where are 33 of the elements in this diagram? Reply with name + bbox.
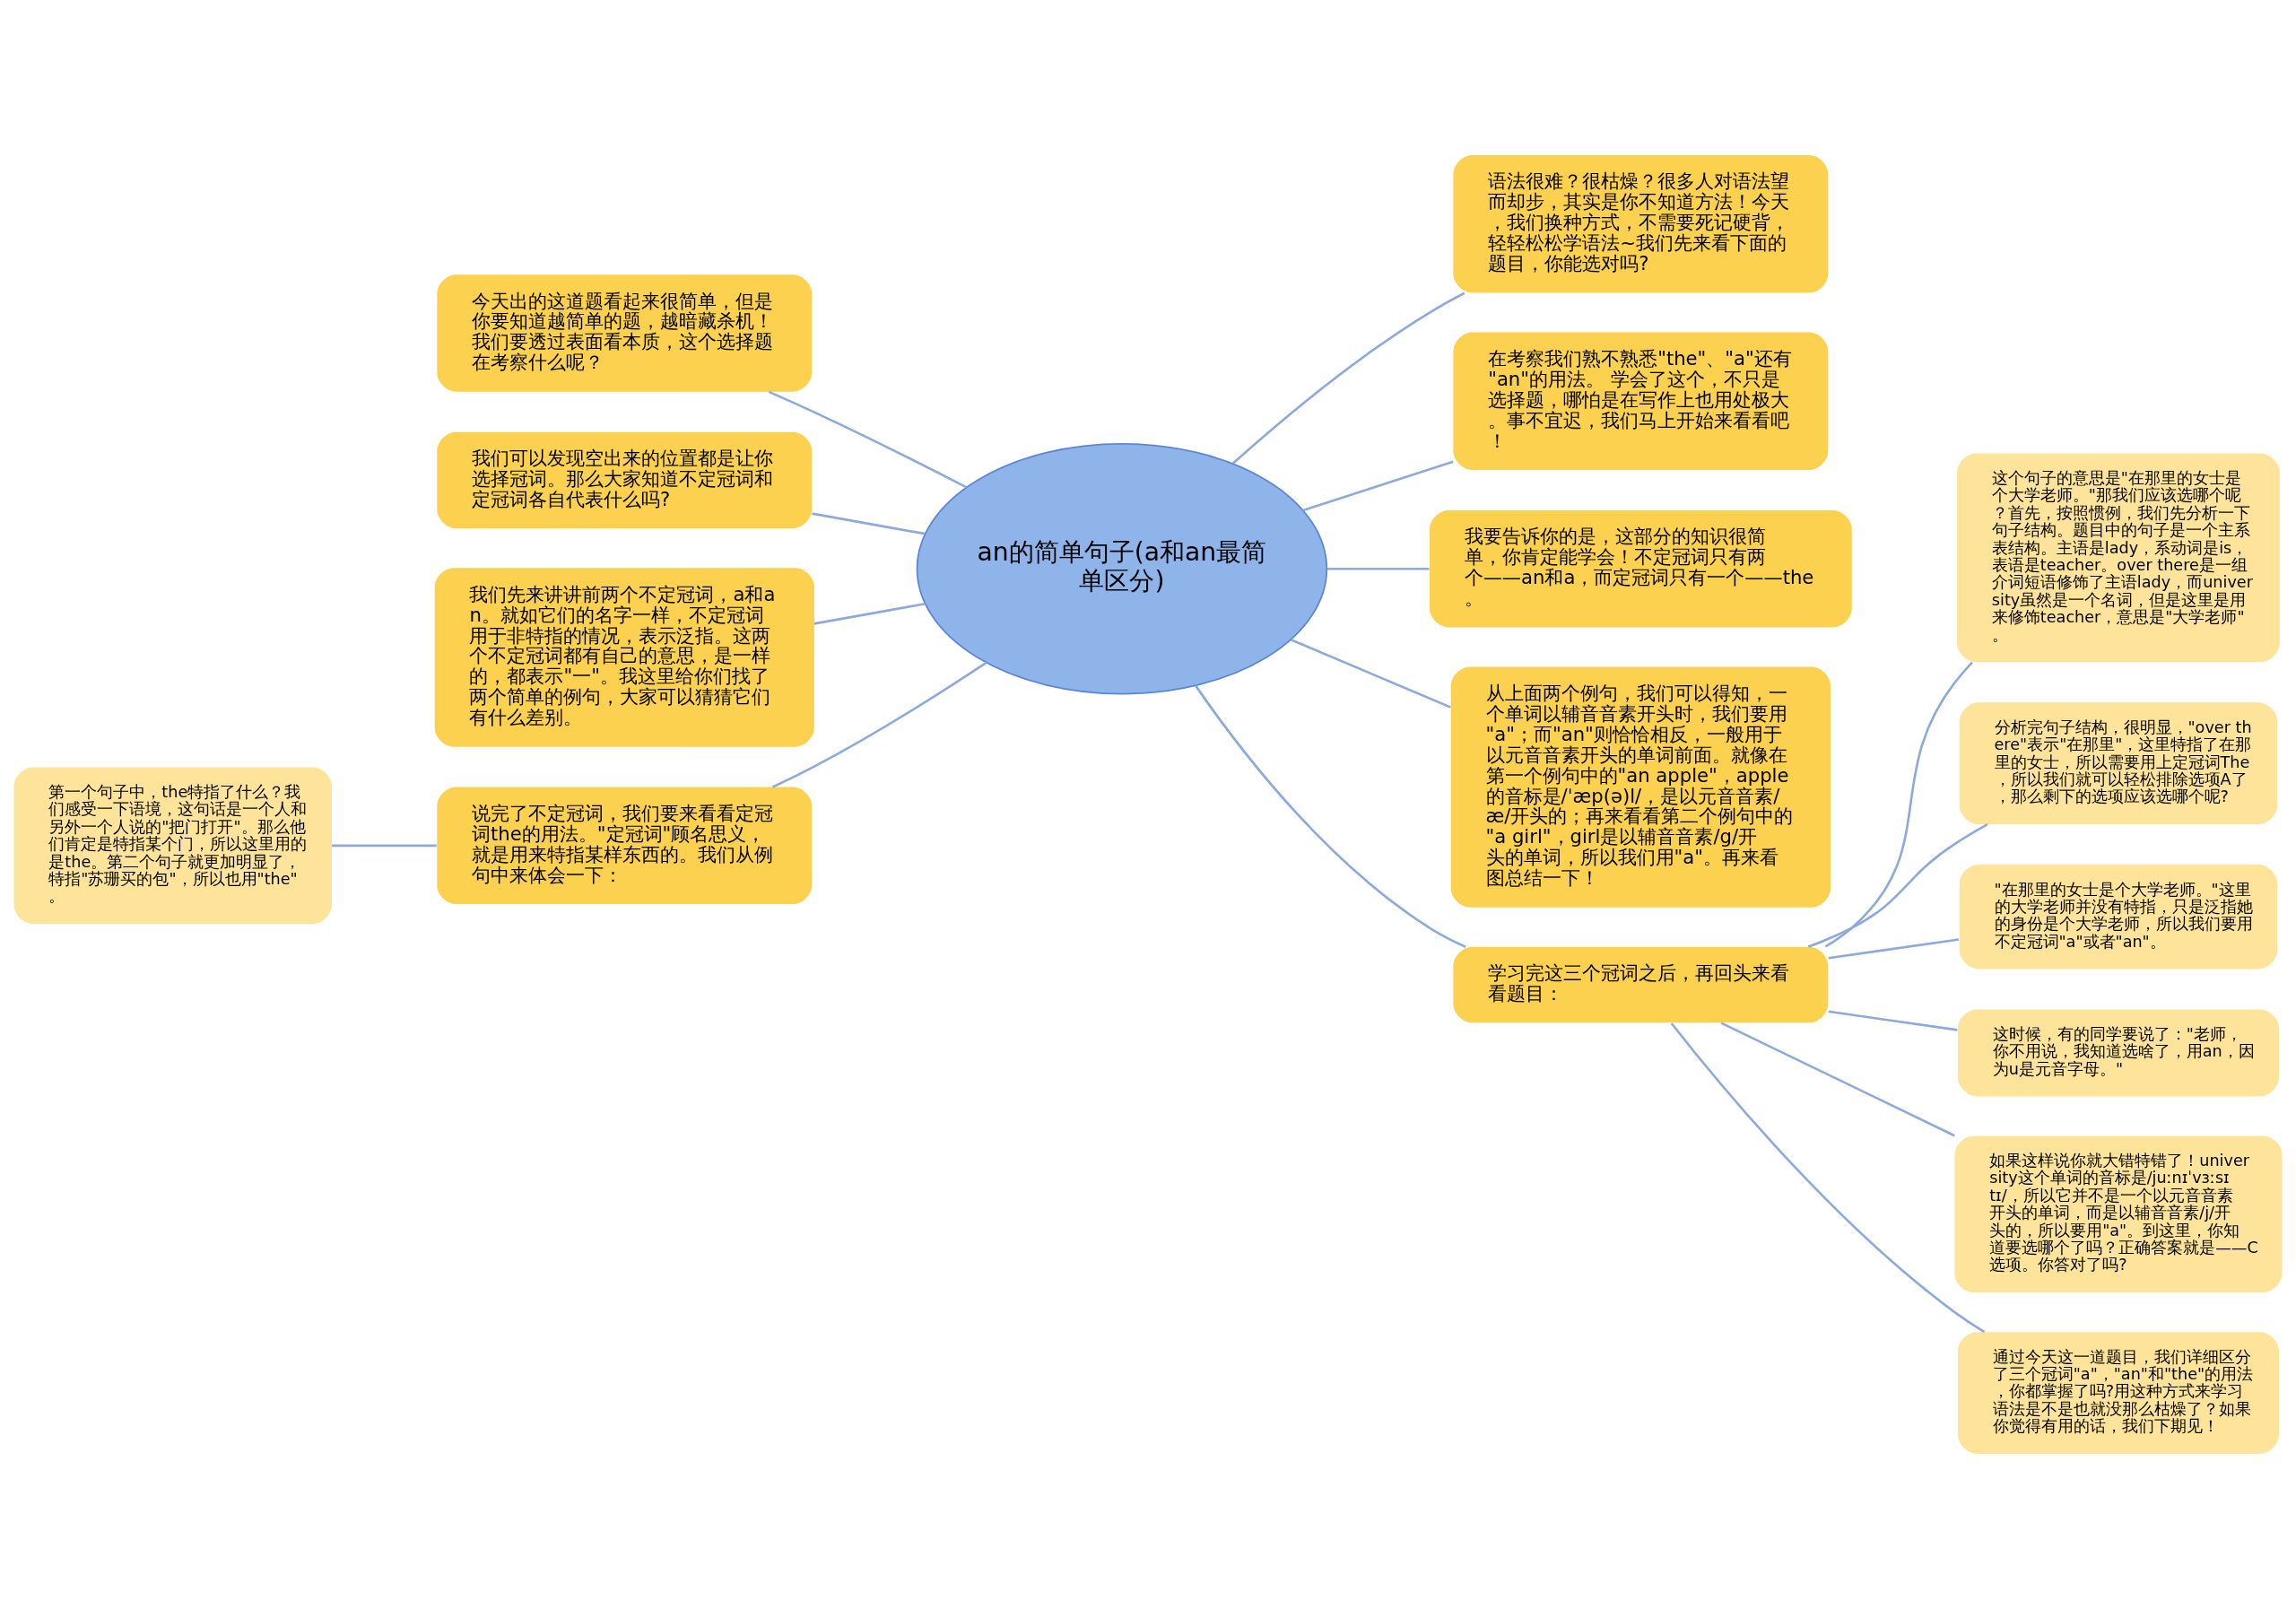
connector (1290, 639, 1451, 709)
node-box: 这个句子的意思是"在那里的女士是个大学老师。"那我们应该选哪个呢？首先，按照惯例，我们先分析一下句子结构。题目中的句子是一个主系表结构。主语是lady，系动词是is，表语是teacher。over there是一组介词短语修饰了主语lady，而university虽然是一个名词，但是这里是用来修饰teacher，意思是"大学老师"。 (1957, 453, 2280, 663)
connector (1828, 1010, 1958, 1031)
connector (332, 844, 437, 848)
connector (1828, 938, 1960, 960)
connector (812, 512, 926, 535)
connector (1720, 1022, 1955, 1137)
node-box: "在那里的女士是个大学老师。"这里的大学老师并没有特指，只是泛指她的身份是个大学老师，所以我们要用不定冠词"a"或者"an"。 (1959, 865, 2278, 970)
node-box: 从上面两个例句，我们可以得知，一个单词以辅音音素开头时，我们要用"a"；而"an"则恰恰相反，一般用于以元音音素开头的单词前面。就像在第一个例句中的"an apple"，apple的音标是/ˈæp(ə)l/，是以元音音素/æ/开头的；再来看看第二个例句中的"a girl"，girl是以辅音音素/g/开头的单词，所以我们用"a"。再来看图总结一下！ (1450, 666, 1831, 908)
node-box: 这时候，有的同学要说了："老师，你不用说，我知道选啥了，用an，因为u是元音字母。" (1957, 1009, 2279, 1097)
connector (813, 602, 926, 625)
node-box: 说完了不定冠词，我们要来看看定冠词the的用法。"定冠词"顾名思义，就是用来特指某样东西的。我们从例句中来体会一下： (437, 787, 813, 905)
node-box: 在考察我们熟不熟悉"the"、"a"还有"an"的用法。 学会了这个，不只是选择题，哪怕是在写作上也用处极大。事不宜迟，我们马上开始来看看吧！ (1453, 332, 1829, 470)
node-box: 我们先来讲讲前两个不定冠词，a和an。就如它们的名字一样，不定冠词用于非特指的情况，表示泛指。这两个不定冠词都有自己的意思，是一样的，都表示"一"。我这里给你们找了两个简单的例句，大家可以猜猜它们有什么差别。 (434, 568, 814, 747)
node-box: 学习完这三个冠词之后，再回头来看看题目： (1453, 946, 1829, 1023)
node-ellipse: an的简单句子(a和an最简单区分) (916, 443, 1328, 695)
connector (1807, 823, 1988, 948)
connector (1824, 661, 1973, 948)
node-box: 我们可以发现空出来的位置都是让你选择冠词。那么大家知道不定冠词和定冠词各自代表什么吗? (437, 431, 813, 529)
connector (1302, 460, 1454, 512)
node-box: 分析完句子结构，很明显，"over there"表示"在那里"，这里特指了在那里的女士，所以需要用上定冠词The，所以我们就可以轻松排除选项A了，那么剩下的选项应该选哪个呢? (1959, 702, 2278, 825)
connector (1195, 684, 1466, 948)
connector (1670, 1022, 1986, 1334)
connector (1326, 567, 1430, 570)
node-box: 第一个句子中，the特指了什么？我们感受一下语境，这句话是一个人和另外一个人说的"把门打开"。那么他们肯定是特指某个门，所以这里用的是the。第二个句子就更加明显了，特指"苏珊买的包"，所以也用"the"。 (13, 767, 332, 925)
node-box: 通过今天这一道题目，我们详细区分了三个冠词"a"，"an"和"the"的用法，你都掌握了吗?用这种方式来学习语法是不是也就没那么枯燥了？如果你觉得有用的话，我们下期见！ (1957, 1332, 2279, 1454)
node-box: 我要告诉你的是，这部分的知识很简单，你肯定能学会！不定冠词只有两个——an和a，而定冠词只有一个——the。 (1429, 510, 1852, 628)
node-box: 语法很难？很枯燥？很多人对语法望而却步，其实是你不知道方法！今天，我们换种方式，不需要死记硬背，轻轻松松学语法~我们先来看下面的题目，你能选对吗? (1453, 155, 1829, 293)
connector (768, 390, 968, 489)
connector (1231, 291, 1465, 465)
connector (771, 661, 987, 788)
node-box: 今天出的这道题看起来很简单，但是你要知道越简单的题，越暗藏杀机！我们要透过表面看本质，这个选择题在考察什么呢？ (437, 274, 813, 392)
node-box: 如果这样说你就大错特错了！university这个单词的音标是/juːnɪˈvɜːsɪtɪ/，所以它并不是一个以元音音素开头的单词，而是以辅音音素/j/开头的，所以要用"a"。到这里，你知道要选哪个了吗？正确答案就是——C选项。你答对了吗? (1954, 1135, 2283, 1293)
